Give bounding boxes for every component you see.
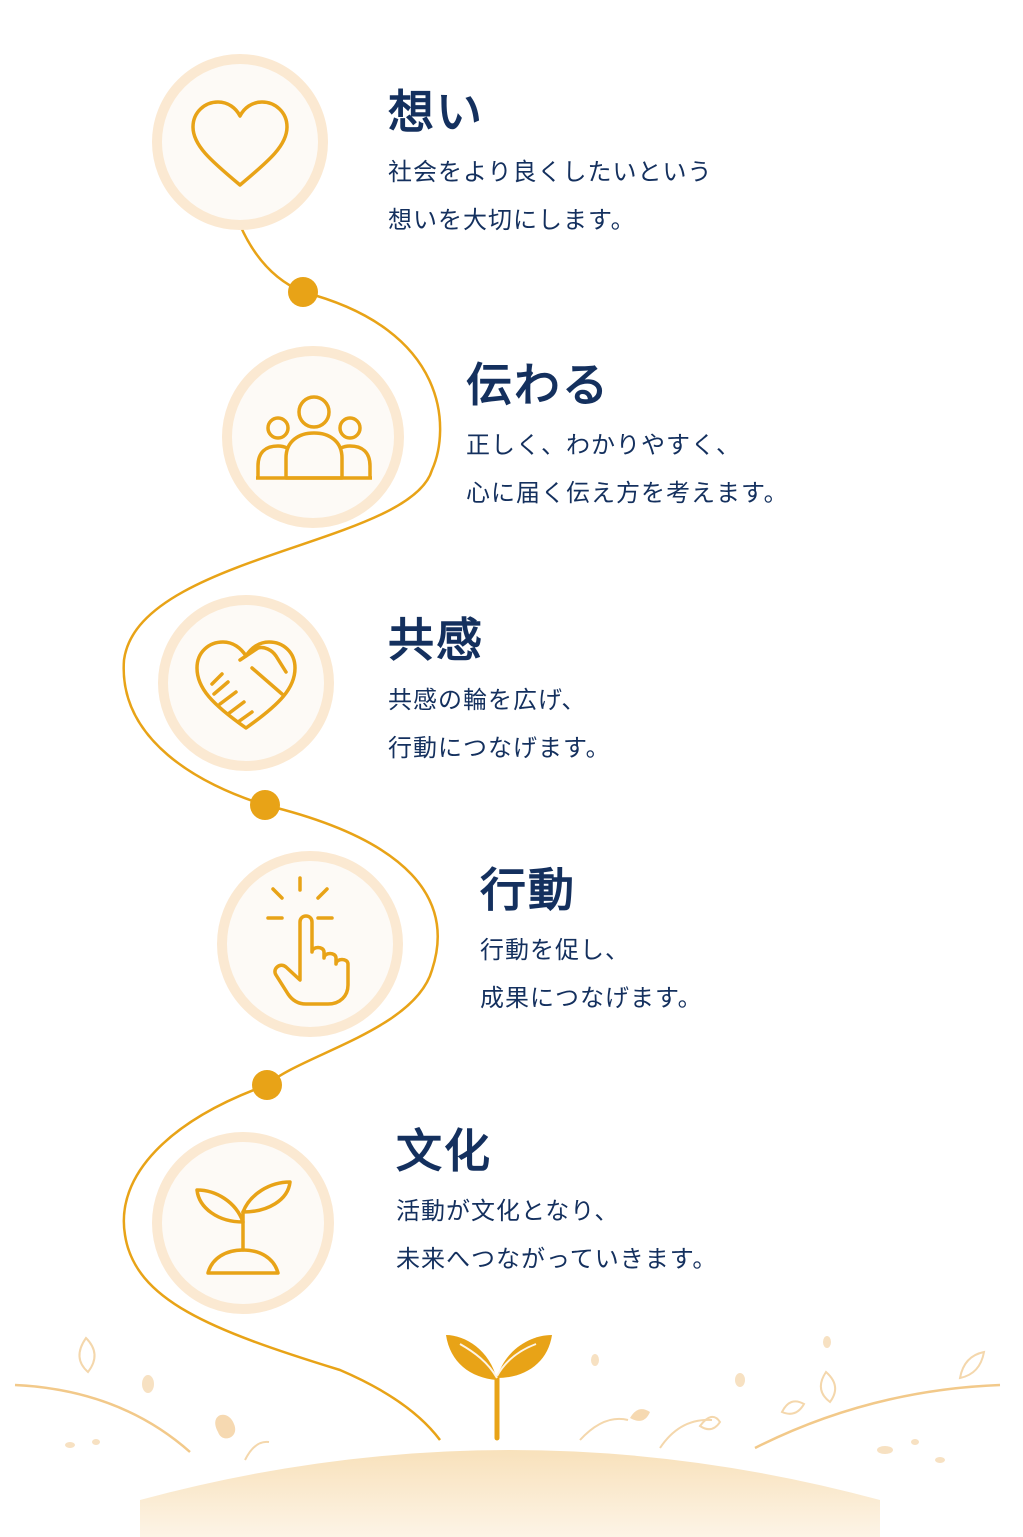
icon-circle (222, 346, 404, 528)
people-icon (256, 395, 372, 480)
path-node (288, 277, 318, 307)
step-description: 共感の輪を広げ、 行動につなげます。 (388, 686, 611, 762)
path-node (252, 1070, 282, 1100)
ground-decoration (14, 1336, 1001, 1537)
path-node (250, 790, 280, 820)
step-title: 想い (388, 85, 484, 139)
sprout-icon (195, 1180, 292, 1275)
step-description: 正しく、わかりやすく、 心に届く伝え方を考えます。 (466, 431, 789, 507)
heart-handshake-icon (195, 640, 297, 730)
step-title: 伝わる (466, 358, 610, 412)
step-title: 共感 (388, 613, 484, 667)
icon-circle (158, 595, 334, 771)
icon-circle (217, 851, 403, 1037)
journey-path (122, 224, 442, 1441)
sprout-illustration (446, 1335, 552, 1441)
pointing-hand-icon (266, 876, 350, 1006)
step-omoi: 想い 社会をより良くしたいという 想いを大切にします。 (388, 84, 713, 244)
step-description: 行動を促し、 成果につなげます。 (480, 936, 703, 1012)
icon-circle (152, 54, 328, 230)
step-description: 社会をより良くしたいという 想いを大切にします。 (388, 158, 713, 234)
step-title: 文化 (396, 1124, 492, 1178)
heart-icon (191, 100, 289, 187)
step-tsutawaru: 伝わる 正しく、わかりやすく、 心に届く伝え方を考えます。 (466, 357, 789, 517)
step-description: 活動が文化となり、 未来へつながっていきます。 (396, 1197, 718, 1273)
step-title: 行動 (480, 863, 576, 917)
step-kyokan: 共感 共感の輪を広げ、 行動につなげます。 (388, 612, 611, 772)
step-bunka: 文化 活動が文化となり、 未来へつながっていきます。 (396, 1123, 717, 1283)
step-kodo: 行動 行動を促し、 成果につなげます。 (480, 862, 703, 1022)
